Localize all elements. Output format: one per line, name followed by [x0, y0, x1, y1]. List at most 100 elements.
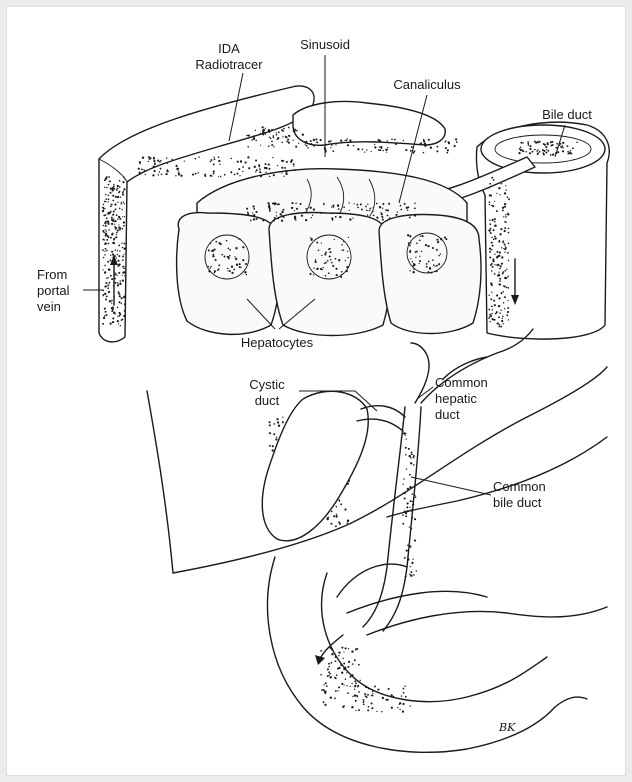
- stipple-dot: [406, 469, 407, 470]
- stipple-dot: [362, 148, 364, 150]
- stipple-dot: [315, 259, 316, 260]
- stipple-dot: [446, 152, 448, 154]
- stipple-dot: [368, 706, 370, 708]
- stipple-dot: [372, 693, 373, 694]
- stipple-dot: [496, 294, 498, 296]
- stipple-dot: [277, 165, 278, 166]
- stipple-dot: [334, 677, 335, 678]
- stipple-dot: [338, 259, 340, 261]
- stipple-dot: [313, 208, 315, 210]
- stipple-dot: [499, 280, 501, 282]
- stipple-dot: [503, 323, 504, 324]
- stipple-dot: [409, 245, 411, 247]
- stipple-dot: [408, 242, 410, 244]
- stipple-dot: [112, 256, 114, 258]
- stipple-dot: [363, 699, 365, 701]
- stipple-dot: [104, 307, 105, 308]
- stipple-dot: [122, 181, 124, 183]
- stipple-dot: [140, 173, 142, 175]
- stipple-dot: [105, 221, 107, 223]
- stipple-dot: [542, 149, 544, 151]
- stipple-dot: [269, 424, 271, 426]
- stipple-dot: [105, 223, 107, 225]
- stipple-dot: [490, 264, 492, 266]
- stipple-dot: [218, 156, 220, 158]
- stipple-dot: [120, 325, 121, 326]
- stipple-dot: [335, 258, 337, 260]
- stipple-dot: [123, 201, 124, 202]
- stipple-dot: [281, 215, 282, 216]
- stipple-dot: [313, 139, 315, 141]
- stipple-dot: [404, 203, 406, 205]
- stipple-dot: [329, 255, 331, 257]
- stipple-dot: [198, 172, 200, 174]
- stipple-dot: [538, 152, 540, 154]
- stipple-dot: [491, 237, 492, 238]
- stipple-dot: [282, 130, 284, 132]
- stipple-dot: [262, 219, 264, 221]
- stipple-dot: [491, 242, 493, 244]
- stipple-dot: [438, 255, 439, 256]
- stipple-dot: [112, 189, 114, 191]
- stipple-dot: [502, 207, 504, 209]
- stipple-dot: [506, 190, 507, 191]
- stipple-dot: [108, 195, 110, 197]
- stipple-dot: [543, 153, 545, 155]
- stipple-dot: [371, 702, 373, 704]
- stipple-dot: [445, 147, 447, 149]
- stipple-dot: [160, 168, 162, 170]
- stipple-dot: [492, 309, 493, 310]
- stipple-dot: [536, 150, 537, 151]
- stipple-dot: [117, 202, 118, 203]
- stipple-dot: [436, 249, 438, 251]
- stipple-dot: [295, 203, 297, 205]
- stipple-dot: [121, 297, 123, 299]
- stipple-dot: [347, 692, 349, 694]
- stipple-dot: [335, 660, 337, 662]
- stipple-dot: [436, 265, 438, 267]
- stipple-dot: [391, 707, 393, 709]
- stipple-dot: [456, 141, 458, 143]
- stipple-dot: [343, 658, 344, 659]
- stipple-dot: [330, 259, 331, 260]
- stipple-dot: [499, 278, 501, 280]
- stipple-dot: [269, 206, 271, 208]
- stipple-dot: [106, 230, 108, 232]
- stipple-dot: [111, 233, 113, 235]
- stipple-dot: [505, 216, 507, 218]
- stipple-dot: [124, 203, 125, 204]
- stipple-dot: [102, 210, 104, 212]
- stipple-dot: [212, 255, 214, 257]
- stipple-dot: [507, 300, 508, 301]
- stipple-dot: [273, 174, 275, 176]
- stipple-dot: [330, 697, 332, 699]
- stipple-dot: [112, 321, 114, 323]
- stipple-dot: [338, 521, 340, 523]
- stipple-dot: [118, 272, 120, 274]
- stipple-dot: [437, 241, 439, 243]
- stipple-dot: [508, 242, 510, 244]
- stipple-dot: [352, 696, 353, 697]
- stipple-dot: [409, 526, 410, 527]
- stipple-dot: [342, 250, 343, 251]
- stipple-dot: [111, 217, 113, 219]
- stipple-dot: [544, 144, 546, 146]
- stipple-dot: [365, 206, 367, 208]
- stipple-dot: [567, 153, 569, 155]
- stipple-dot: [118, 323, 119, 324]
- stipple-dot: [506, 314, 508, 316]
- stipple-dot: [116, 232, 118, 234]
- stipple-dot: [502, 318, 503, 319]
- stipple-dot: [300, 203, 302, 205]
- stipple-dot: [335, 216, 337, 218]
- stipple-dot: [501, 183, 502, 184]
- stipple-dot: [252, 212, 253, 213]
- stipple-dot: [149, 157, 151, 159]
- stipple-dot: [282, 142, 284, 144]
- stipple-dot: [557, 151, 559, 153]
- stipple-dot: [372, 695, 373, 696]
- stipple-dot: [498, 316, 500, 318]
- stipple-dot: [529, 145, 531, 147]
- stipple-dot: [331, 217, 333, 219]
- stipple-dot: [405, 447, 407, 449]
